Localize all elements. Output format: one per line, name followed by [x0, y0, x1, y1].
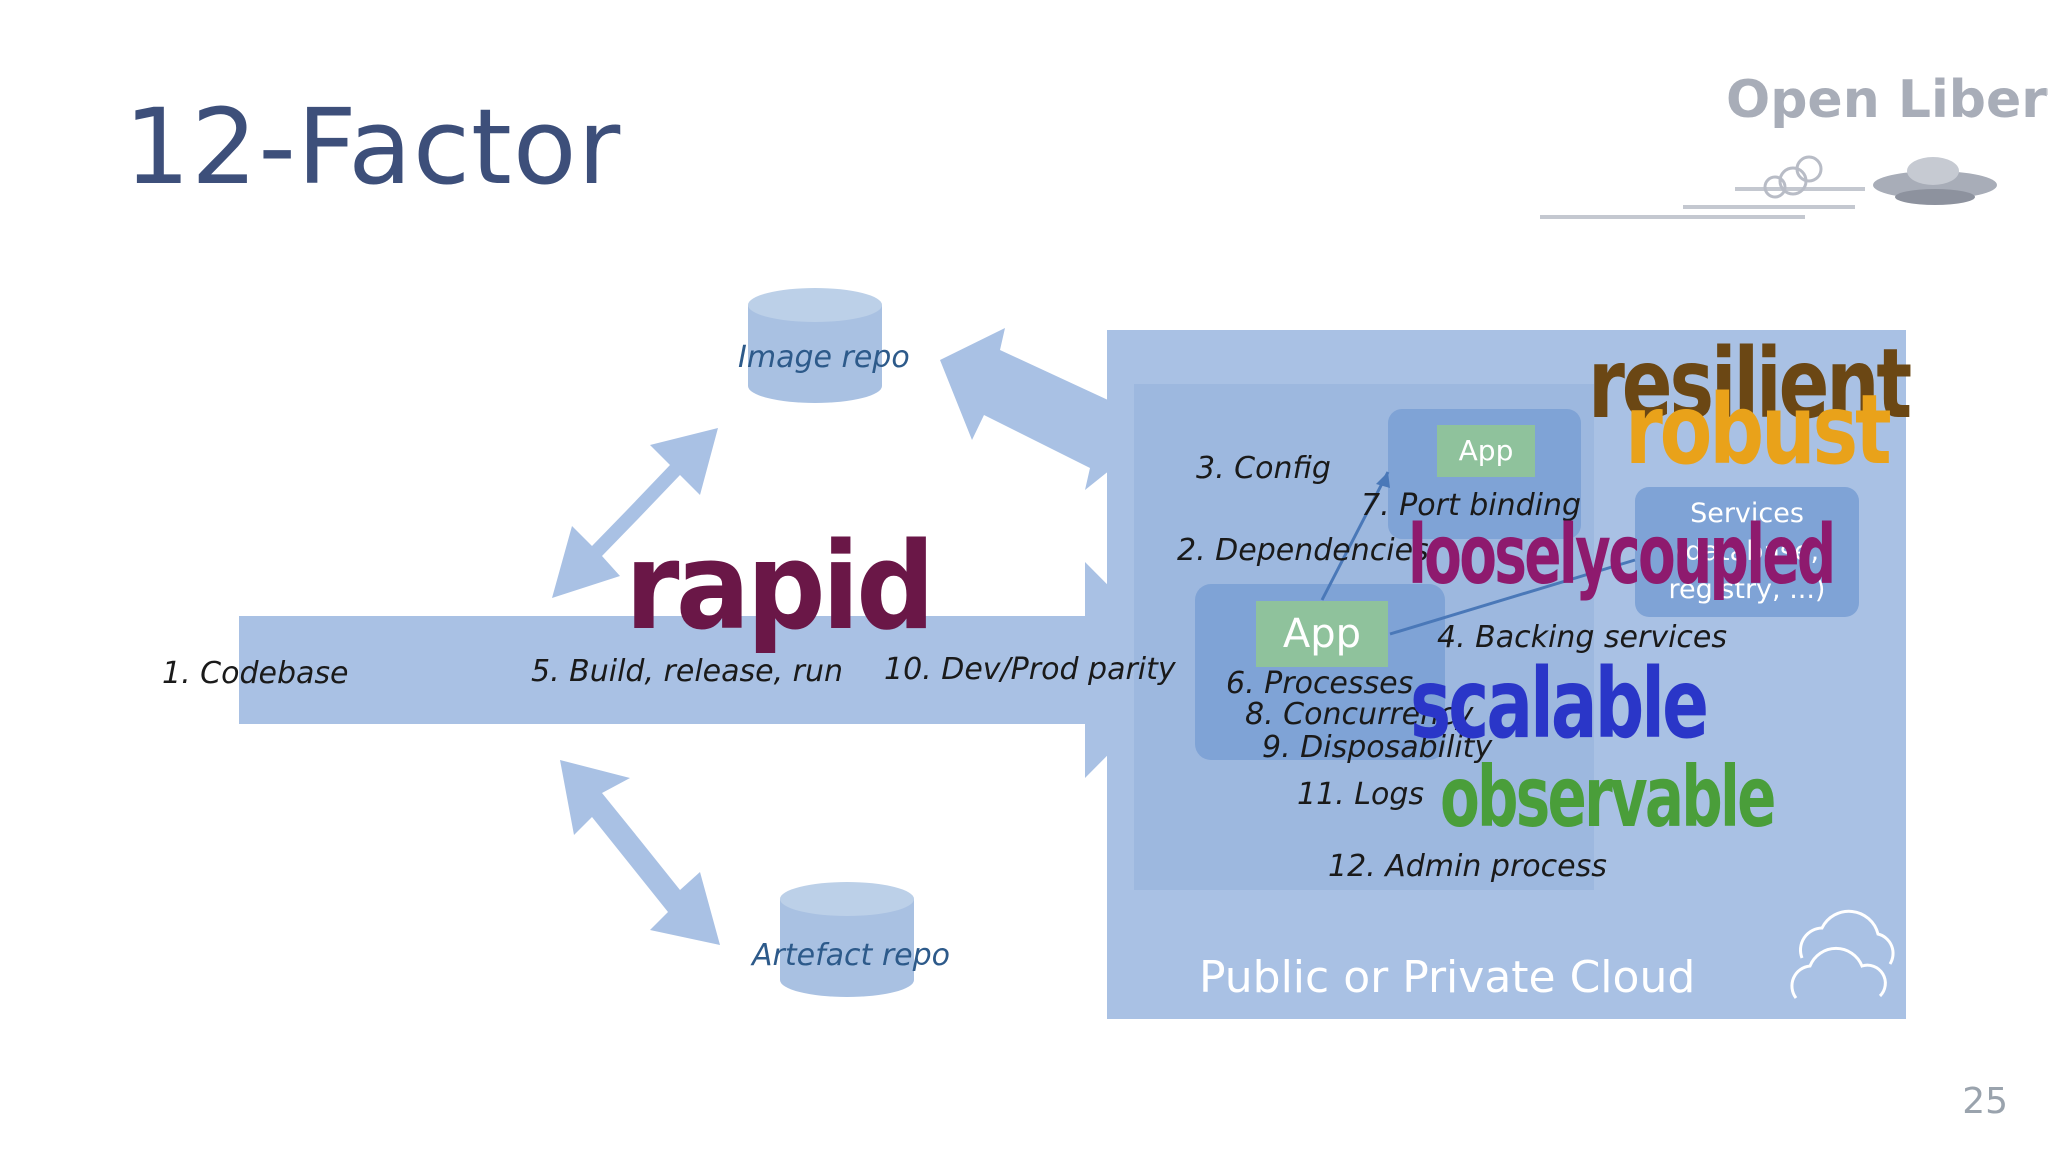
services-line-1: Services	[1690, 498, 1804, 529]
factor-logs: 11. Logs	[1297, 777, 1424, 812]
lower-double-arrow	[560, 760, 720, 945]
image-repo-label: Image repo	[738, 340, 910, 375]
factor-dev-prod-parity: 10. Dev/Prod parity	[884, 652, 1176, 687]
word-looselycoupled: looselycoupled	[1408, 508, 1836, 603]
factor-config: 3. Config	[1196, 451, 1331, 486]
word-resilient: resilient	[1588, 328, 1912, 440]
word-observable: observable	[1440, 748, 1776, 846]
factor-codebase: 1. Codebase	[162, 656, 349, 691]
factor-dependencies: 2. Dependencies	[1177, 533, 1429, 568]
word-rapid: rapid	[625, 518, 935, 657]
factor-port-binding: 7. Port binding	[1361, 488, 1582, 523]
app-small-label: App	[1437, 425, 1535, 477]
upper-double-arrow	[552, 428, 718, 598]
app-main-label: App	[1256, 601, 1388, 667]
word-robust: robust	[1625, 374, 1892, 486]
factor-backing-services: 4. Backing services	[1437, 620, 1728, 655]
spaceship-icon	[1540, 155, 1997, 219]
main-flow-arrow	[239, 562, 1192, 778]
artefact-repo-cylinder	[780, 882, 914, 1000]
factor-build-release-run: 5. Build, release, run	[531, 654, 844, 689]
factor-concurrency: 8. Concurrency	[1245, 697, 1474, 732]
page-number: 25	[1962, 1081, 2008, 1122]
factor-disposability: 9. Disposability	[1262, 730, 1493, 765]
services-line-2: (database,	[1674, 536, 1820, 567]
artefact-repo-label: Artefact repo	[752, 938, 951, 973]
services-box: Services (database, registry, ...)	[1635, 487, 1859, 617]
factor-processes: 6. Processes	[1226, 666, 1414, 701]
image-repo-cylinder	[748, 288, 882, 406]
repo-cloud-double-arrow	[940, 328, 1150, 490]
word-scalable: scalable	[1410, 648, 1709, 760]
open-liberty-logo: Open Liberty	[1726, 70, 2048, 130]
factor-admin-process: 12. Admin process	[1328, 849, 1607, 884]
services-line-3: registry, ...)	[1668, 574, 1826, 605]
slide-title: 12-Factor	[124, 86, 622, 208]
cloud-icon	[1790, 909, 1895, 999]
cloud-label: Public or Private Cloud	[1199, 952, 1696, 1003]
